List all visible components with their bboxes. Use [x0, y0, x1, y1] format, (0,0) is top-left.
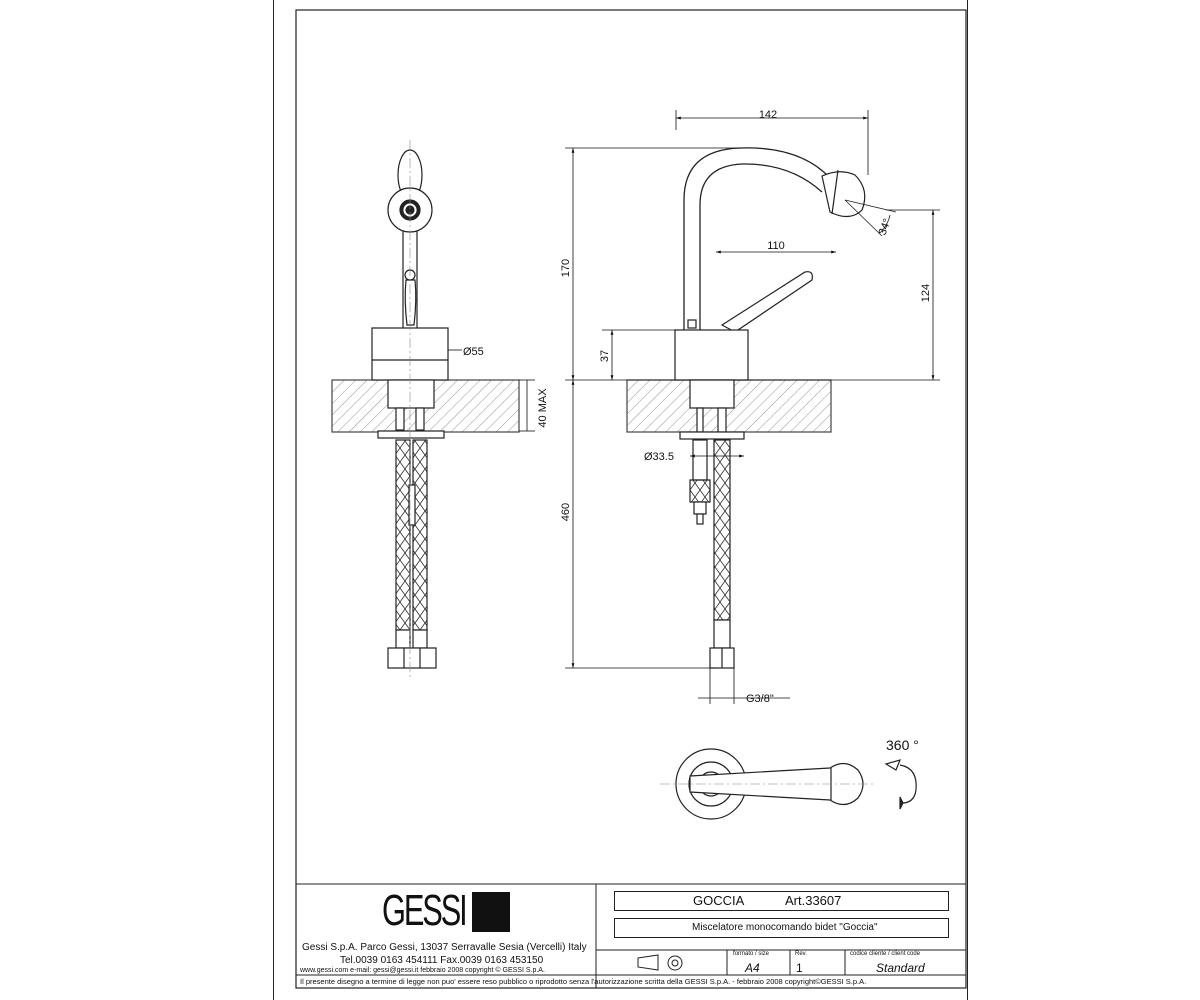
article-number: Art.33607: [785, 893, 842, 908]
drawing-sheet: [273, 0, 968, 1000]
spout-reach-label: 142: [759, 109, 777, 121]
product-name-box: [614, 891, 949, 911]
rev-label: Rev.: [795, 951, 807, 957]
spray-angle-label: 34°: [877, 217, 894, 237]
lever-reach-label: 110: [767, 240, 785, 252]
base-height-label: 37: [599, 350, 611, 362]
total-height-label: 170: [560, 259, 572, 277]
disclaimer: Il presente disegno a termine di legge n…: [300, 977, 867, 986]
phone-line: Tel.0039 0163 454111 Fax.0039 0163 45315…: [340, 955, 544, 966]
title-block-frame: [296, 883, 966, 989]
base-diameter-label: Ø55: [463, 346, 484, 358]
format-label: formato / size: [733, 951, 770, 957]
deck-max-label: 40 MAX: [537, 388, 549, 428]
product-name: GOCCIA: [693, 893, 745, 908]
gessi-logo: GESSI: [382, 886, 468, 935]
projection-symbol: [637, 954, 683, 971]
logo-block: [472, 892, 510, 932]
side-dimensions: [565, 110, 940, 704]
client-code-label: codice cliente / client code: [850, 951, 921, 957]
rev-value: 1: [796, 961, 803, 975]
hose-length-label: 460: [560, 503, 572, 521]
shank-diameter-label: Ø33.5: [644, 451, 674, 463]
spout-height-label: 124: [920, 284, 932, 302]
client-code-value: Standard: [876, 961, 925, 975]
format-value: A4: [745, 961, 760, 975]
description-box: [614, 918, 949, 938]
top-view: [660, 748, 917, 820]
front-dimensions: [448, 349, 535, 432]
product-description: Miscelatore monocomando bidet "Goccia": [692, 922, 878, 933]
company-line: Gessi S.p.A. Parco Gessi, 13037 Serraval…: [302, 942, 587, 953]
rotation-label: 360 °: [886, 737, 919, 753]
thread-label: G3/8": [746, 693, 774, 705]
web-line: www.gessi.com e-mail: gessi@gessi.it feb…: [300, 967, 545, 974]
front-view: [331, 140, 520, 680]
side-view: [626, 147, 897, 669]
